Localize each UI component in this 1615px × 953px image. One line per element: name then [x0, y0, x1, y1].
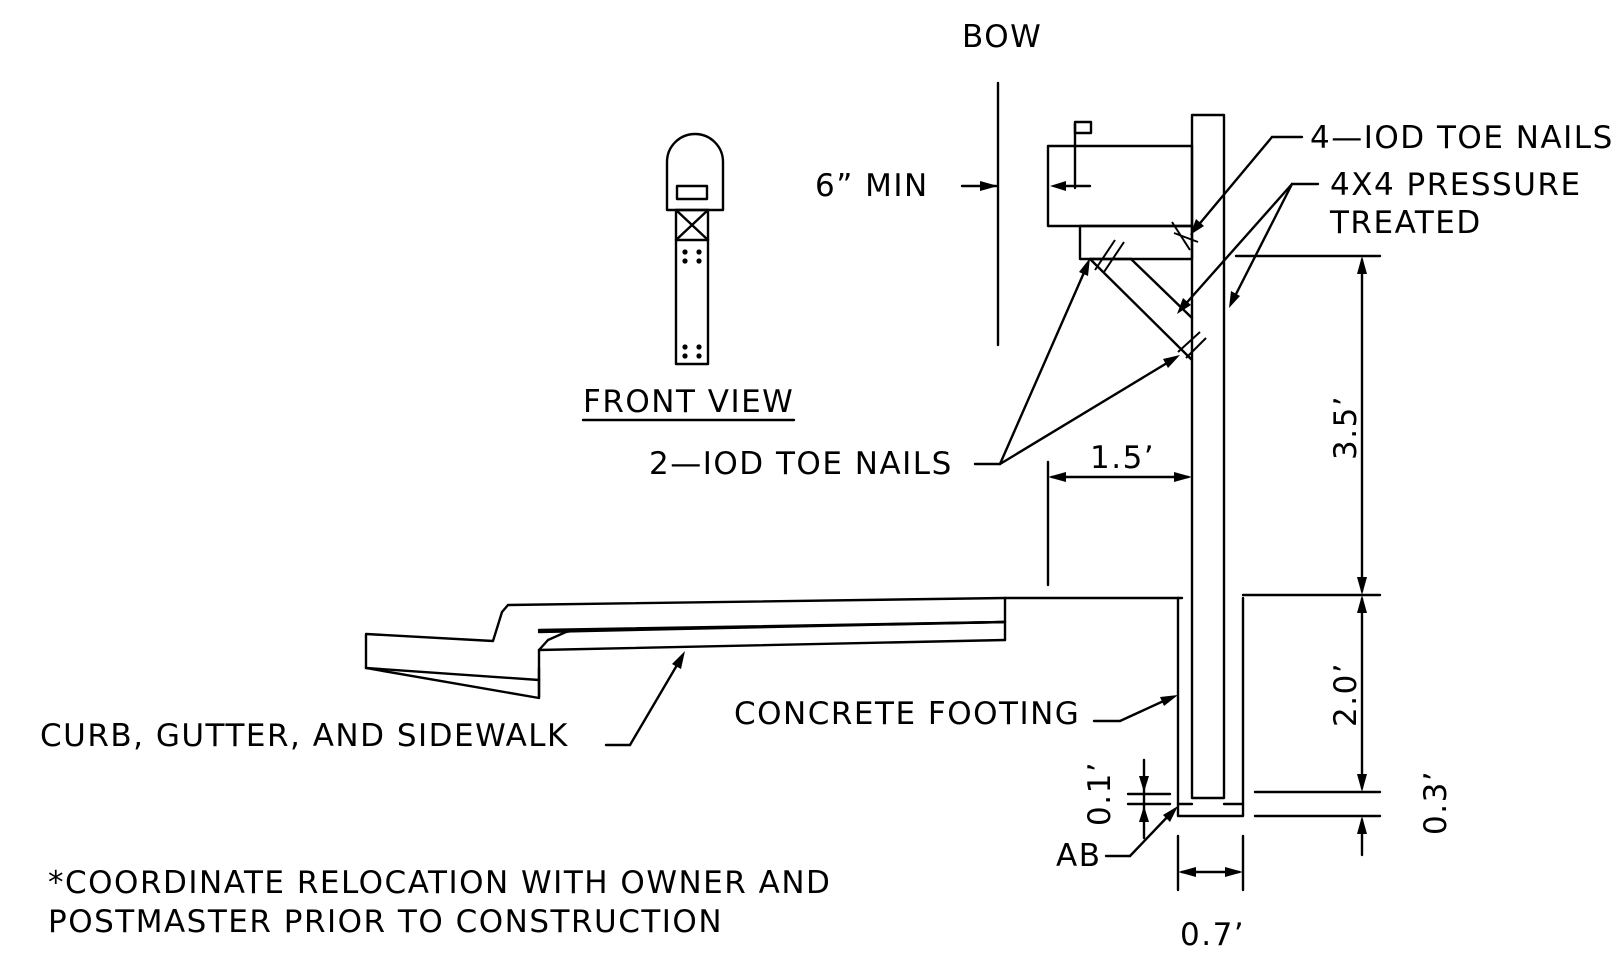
- bow-label: BOW: [962, 19, 1042, 55]
- note-line-2: POSTMASTER PRIOR TO CONSTRUCTION: [48, 904, 723, 940]
- offset-dimension: 1.5’: [1090, 440, 1155, 476]
- height-dimension: 3.5’: [1328, 395, 1364, 460]
- concrete-footing: [1176, 596, 1245, 818]
- mailbox-side-view: [1046, 120, 1194, 228]
- front-view-mailbox: [665, 132, 725, 366]
- toe-nails-4-label: 4—IOD TOE NAILS: [1310, 120, 1614, 156]
- concrete-footing-label: CONCRETE FOOTING: [734, 696, 1080, 732]
- six-min-arrow: [980, 181, 998, 191]
- front-view-label: FRONT VIEW: [583, 384, 794, 420]
- curb-gutter-sidewalk: [364, 596, 1184, 700]
- note-line-1: *COORDINATE RELOCATION WITH OWNER AND: [48, 865, 831, 901]
- footing-width-dimension: 0.7’: [1180, 917, 1245, 953]
- pressure-treated-label-1: 4X4 PRESSURE: [1330, 167, 1582, 203]
- toe-nails-2-label: 2—IOD TOE NAILS: [649, 446, 953, 482]
- base-thickness-dimension: 0.3’: [1418, 770, 1454, 835]
- curb-label: CURB, GUTTER, AND SIDEWALK: [40, 718, 569, 754]
- support-bracket: [1078, 221, 1207, 362]
- base-gap-dimension: 0.1’: [1082, 761, 1118, 826]
- depth-dimension: 2.0’: [1328, 662, 1364, 727]
- post-4x4: [1190, 113, 1226, 800]
- six-min-label: 6” MIN: [815, 168, 929, 204]
- ab-label: AB: [1056, 838, 1101, 874]
- pressure-treated-label-2: TREATED: [1329, 205, 1482, 241]
